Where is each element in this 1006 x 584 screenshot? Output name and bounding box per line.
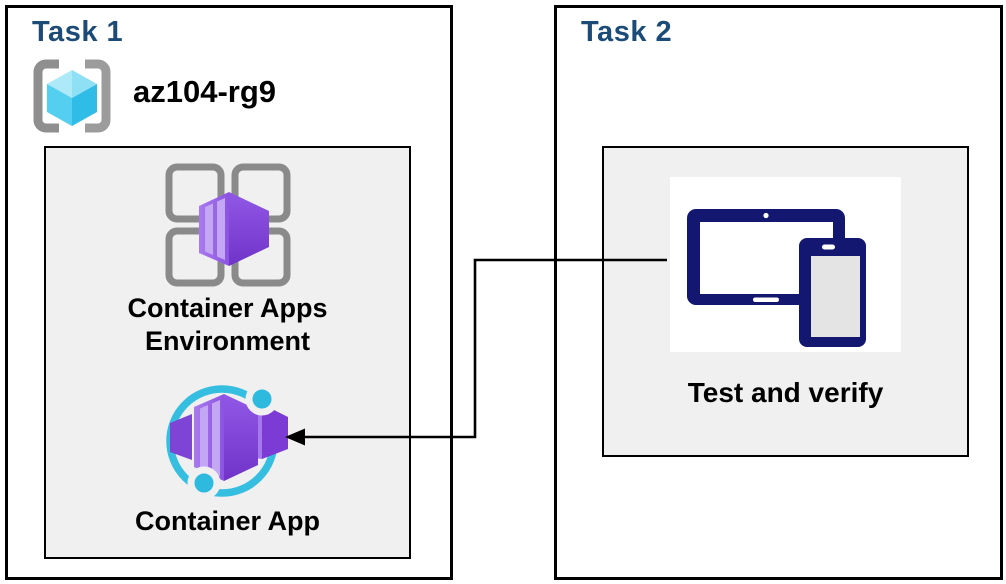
container-app-label: Container App bbox=[135, 506, 320, 536]
task2-title: Task 2 bbox=[581, 16, 673, 48]
resource-group-name: az104-rg9 bbox=[133, 74, 277, 109]
environment-panel: Container Apps Environment bbox=[44, 146, 411, 559]
devices-icon-plate bbox=[670, 177, 901, 352]
tablet-phone-icon bbox=[687, 209, 866, 347]
test-verify-panel: Test and verify bbox=[602, 146, 969, 457]
task2-panel: Task 2 Test and verify bbox=[554, 5, 1003, 580]
resource-group-icon bbox=[33, 59, 111, 133]
container-app-icon bbox=[166, 382, 288, 500]
environment-label: Container Apps Environment bbox=[127, 293, 328, 356]
test-verify-label: Test and verify bbox=[687, 377, 884, 408]
task1-title: Task 1 bbox=[32, 16, 124, 48]
task1-panel: Task 1 az104-rg9 bbox=[5, 5, 453, 580]
container-apps-environment-icon bbox=[165, 163, 291, 287]
